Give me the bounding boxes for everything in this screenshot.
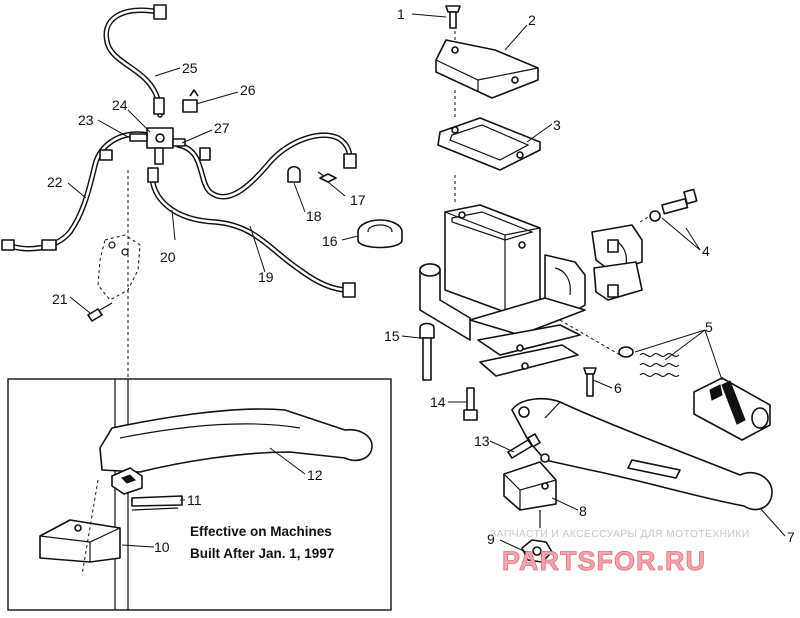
inset-note-line2: Built After Jan. 1, 1997 <box>190 546 334 561</box>
reservoir-cap-boot <box>357 219 403 249</box>
adjuster-block <box>503 461 557 528</box>
callout-24: 24 <box>112 97 128 113</box>
assembly-lines <box>127 25 651 380</box>
hose-clips <box>287 165 337 183</box>
callout-26: 26 <box>240 82 256 98</box>
callout-17: 17 <box>350 192 366 208</box>
callout-2: 2 <box>528 12 536 28</box>
callout-22: 22 <box>47 174 63 190</box>
callout-25: 25 <box>182 60 198 76</box>
callout-12: 12 <box>307 467 323 483</box>
lock-nut <box>521 539 553 563</box>
callout-4: 4 <box>702 243 710 259</box>
mount-bracket-fragment <box>87 234 141 322</box>
handlebar-clamp <box>591 188 698 301</box>
callout-16: 16 <box>322 233 338 249</box>
leader-lines <box>67 13 786 553</box>
callout-23: 23 <box>78 112 94 128</box>
master-cylinder-body <box>419 204 586 377</box>
callout-labels: 1 2 3 4 5 6 7 8 9 10 11 12 13 14 15 16 1… <box>47 6 795 555</box>
callout-11: 11 <box>187 492 202 508</box>
inset-note-line1: Effective on Machines <box>190 524 332 539</box>
callout-27: 27 <box>214 120 230 136</box>
callout-15: 15 <box>384 328 400 344</box>
watermark-tagline: ЗАПЧАСТИ И АКСЕССУАРЫ ДЛЯ МОТОТЕХНИКИ <box>490 528 750 540</box>
adjuster-screw <box>507 433 541 459</box>
reservoir-cover <box>435 39 539 99</box>
callout-18: 18 <box>306 208 322 224</box>
callout-9: 9 <box>487 531 495 547</box>
cover-screw <box>445 5 461 29</box>
callout-5: 5 <box>705 319 713 335</box>
callout-14: 14 <box>430 394 446 410</box>
brake-hoses <box>5 7 353 293</box>
callout-8: 8 <box>579 503 587 519</box>
callout-1: 1 <box>397 6 405 22</box>
callout-13: 13 <box>474 433 490 449</box>
callout-21: 21 <box>52 291 68 307</box>
inset-panel <box>7 378 392 611</box>
lever-pivot-pin <box>583 367 597 397</box>
callout-10: 10 <box>154 539 170 555</box>
callout-3: 3 <box>553 117 561 133</box>
piston-assembly <box>618 346 771 441</box>
hose-fittings <box>1 4 357 298</box>
callout-20: 20 <box>160 249 176 265</box>
mount-bolt-long <box>419 322 435 381</box>
watermark-brand: PARTSFOR.RU <box>502 546 706 576</box>
reservoir-diaphragm <box>437 117 541 171</box>
callout-6: 6 <box>614 380 622 396</box>
callout-7: 7 <box>787 529 795 545</box>
callout-19: 19 <box>258 269 274 285</box>
brake-lever <box>511 397 773 511</box>
mount-bolt-short <box>463 387 478 421</box>
watermark: ЗАПЧАСТИ И АКСЕССУАРЫ ДЛЯ МОТОТЕХНИКИ PA… <box>490 528 750 576</box>
hose-junction-block <box>129 127 186 165</box>
